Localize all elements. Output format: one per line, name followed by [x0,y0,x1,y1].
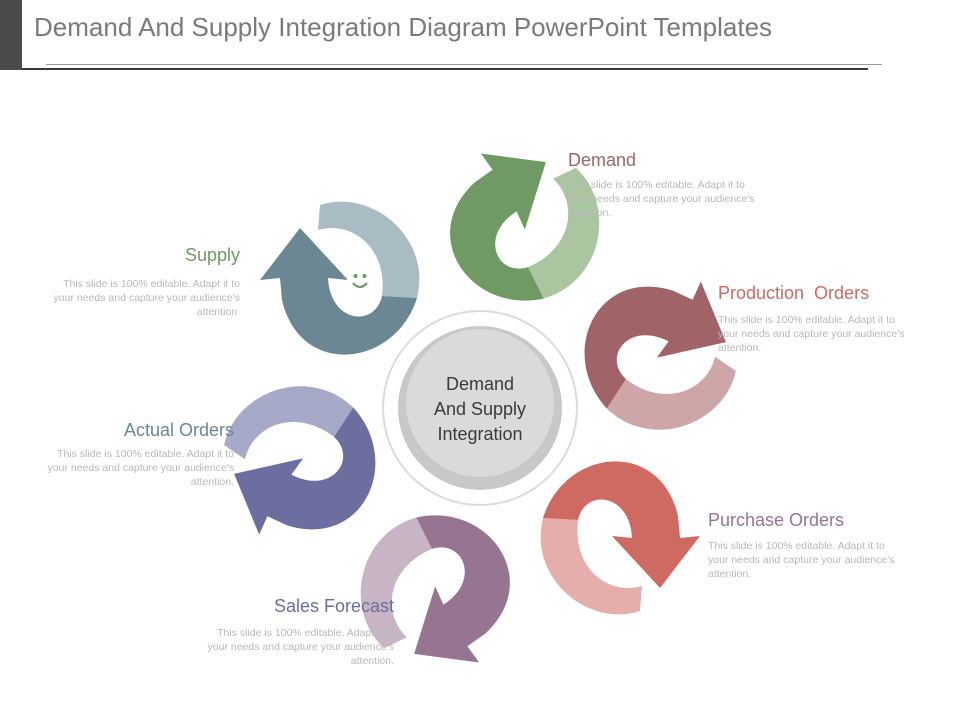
purchase-arrow [360,515,510,663]
center-label: Demand And Supply Integration [410,372,550,447]
purchase-orders-description: This slide is 100% editable. Adapt it to… [708,540,895,580]
center-hub [382,310,578,506]
actual-arrow-body [260,228,417,355]
puzzle-icon [586,512,614,540]
demand-title: Demand [568,150,637,170]
purchase-arrow-tail [360,517,433,649]
actual-orders-description: This slide is 100% editable. Adapt it to… [47,448,234,488]
cycle-arrows [224,153,736,663]
demand-arrow [584,281,736,430]
production-arrow-tail [540,518,642,615]
supply-arrow-tail [527,167,600,299]
header-accent-bar [0,0,22,70]
actual-arrow-tail [318,201,420,298]
handshake-icon [627,356,661,378]
sales-forecast-description: This slide is 100% editable. Adapt it to… [207,627,394,667]
step-icons [303,226,661,585]
supply-arrow [450,153,600,301]
actual-arrow [260,201,420,355]
purchase-arrow-body [414,515,510,663]
actual-orders-title: Actual Orders [123,420,234,440]
page-title: Demand And Supply Integration Diagram Po… [34,12,773,42]
title-underline-thick [22,68,868,70]
smiley-icon [347,267,373,293]
title-underline-thin [46,64,882,65]
production-orders-description: This slide is 100% editable. Adapt it to… [718,314,905,354]
sales-arrow-tail [224,386,354,460]
center-label-line-2: And Supply [433,399,527,419]
center-disc-highlight [406,329,554,477]
center-label-line-1: Demand [445,374,515,394]
demand-arrow-body [584,281,726,409]
demand-arrow-tail [606,356,736,430]
production-arrow-body [543,461,700,588]
production-arrow [540,461,700,615]
sales-arrow-body [234,407,376,535]
sales-arrow [224,386,376,535]
supply-description: This slide is 100% editable. Adapt it to… [53,278,240,318]
production-orders-title: Production Orders [718,283,870,303]
supply-arrow-body [450,153,546,301]
sales-forecast-title: Sales Forecast [273,596,394,616]
gear-icon [417,559,443,585]
center-label-line-3: Integration [437,424,523,444]
lightbulb-icon [303,431,323,459]
crosshair-icon [512,226,544,258]
purchase-orders-title: Purchase Orders [708,510,845,530]
demand-description: This slide is 100% editable. Adapt it to… [568,179,755,219]
supply-title: Supply [184,245,240,265]
